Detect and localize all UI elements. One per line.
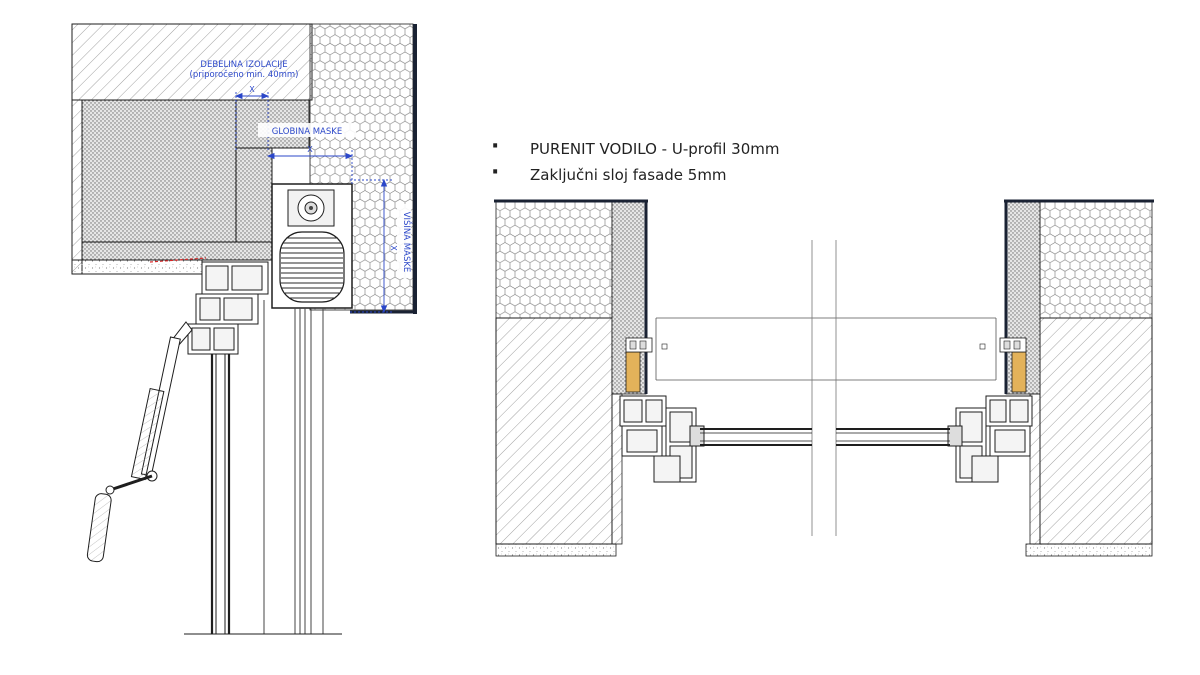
left-window-frame	[619, 395, 705, 483]
notes-list: PURENIT VODILO - U-profil 30mm Zaključni…	[488, 134, 779, 188]
insulation-thickness-label: DEBELINA IZOLACIJE	[200, 60, 287, 70]
lintel-concrete	[71, 23, 313, 101]
horizontal-section	[494, 199, 1154, 557]
dimension-lines	[234, 92, 392, 314]
left-wall	[494, 199, 668, 557]
glazing	[210, 354, 231, 634]
insulation-side	[235, 147, 273, 243]
dimension-labels: DEBELINA IZOLACIJE (priporočeno min. 40m…	[190, 60, 413, 278]
shutter-guide-rails	[263, 300, 324, 634]
insulation-recommendation-label: (priporočeno min. 40mm)	[190, 69, 299, 80]
mask-depth-dim-symbol: X	[307, 145, 313, 154]
vertical-section: DEBELINA IZOLACIJE (priporočeno min. 40m…	[71, 23, 417, 635]
insulation-bottom	[81, 241, 273, 261]
facade-mask-edge	[413, 24, 417, 314]
right-wall	[979, 199, 1154, 557]
center-mullion-lines	[811, 240, 837, 536]
lintel-concrete-left	[71, 99, 83, 275]
left-wood-strip	[625, 351, 641, 393]
window-frame-profile	[187, 261, 269, 355]
shutter-outline	[655, 317, 997, 381]
plaster-bottom	[71, 259, 203, 275]
horizontal-glazing	[700, 428, 950, 446]
red-sealing-line	[149, 257, 207, 263]
mask-height-dim-symbol: X	[389, 245, 398, 251]
note-facade-layer: Zaključni sloj fasade 5mm	[488, 160, 779, 188]
crank-handle	[86, 321, 193, 563]
right-window-frame	[947, 395, 1033, 483]
mask-height-label: VIŠINA MASKE	[401, 212, 413, 273]
mask-depth-label: GLOBINA MASKE	[272, 127, 342, 137]
insulation-block	[81, 99, 237, 243]
insulation-dim-symbol: X	[249, 85, 255, 94]
note-purenit-guide: PURENIT VODILO - U-profil 30mm	[488, 134, 779, 162]
rolled-shutter	[279, 231, 345, 303]
right-wood-strip	[1011, 351, 1027, 393]
